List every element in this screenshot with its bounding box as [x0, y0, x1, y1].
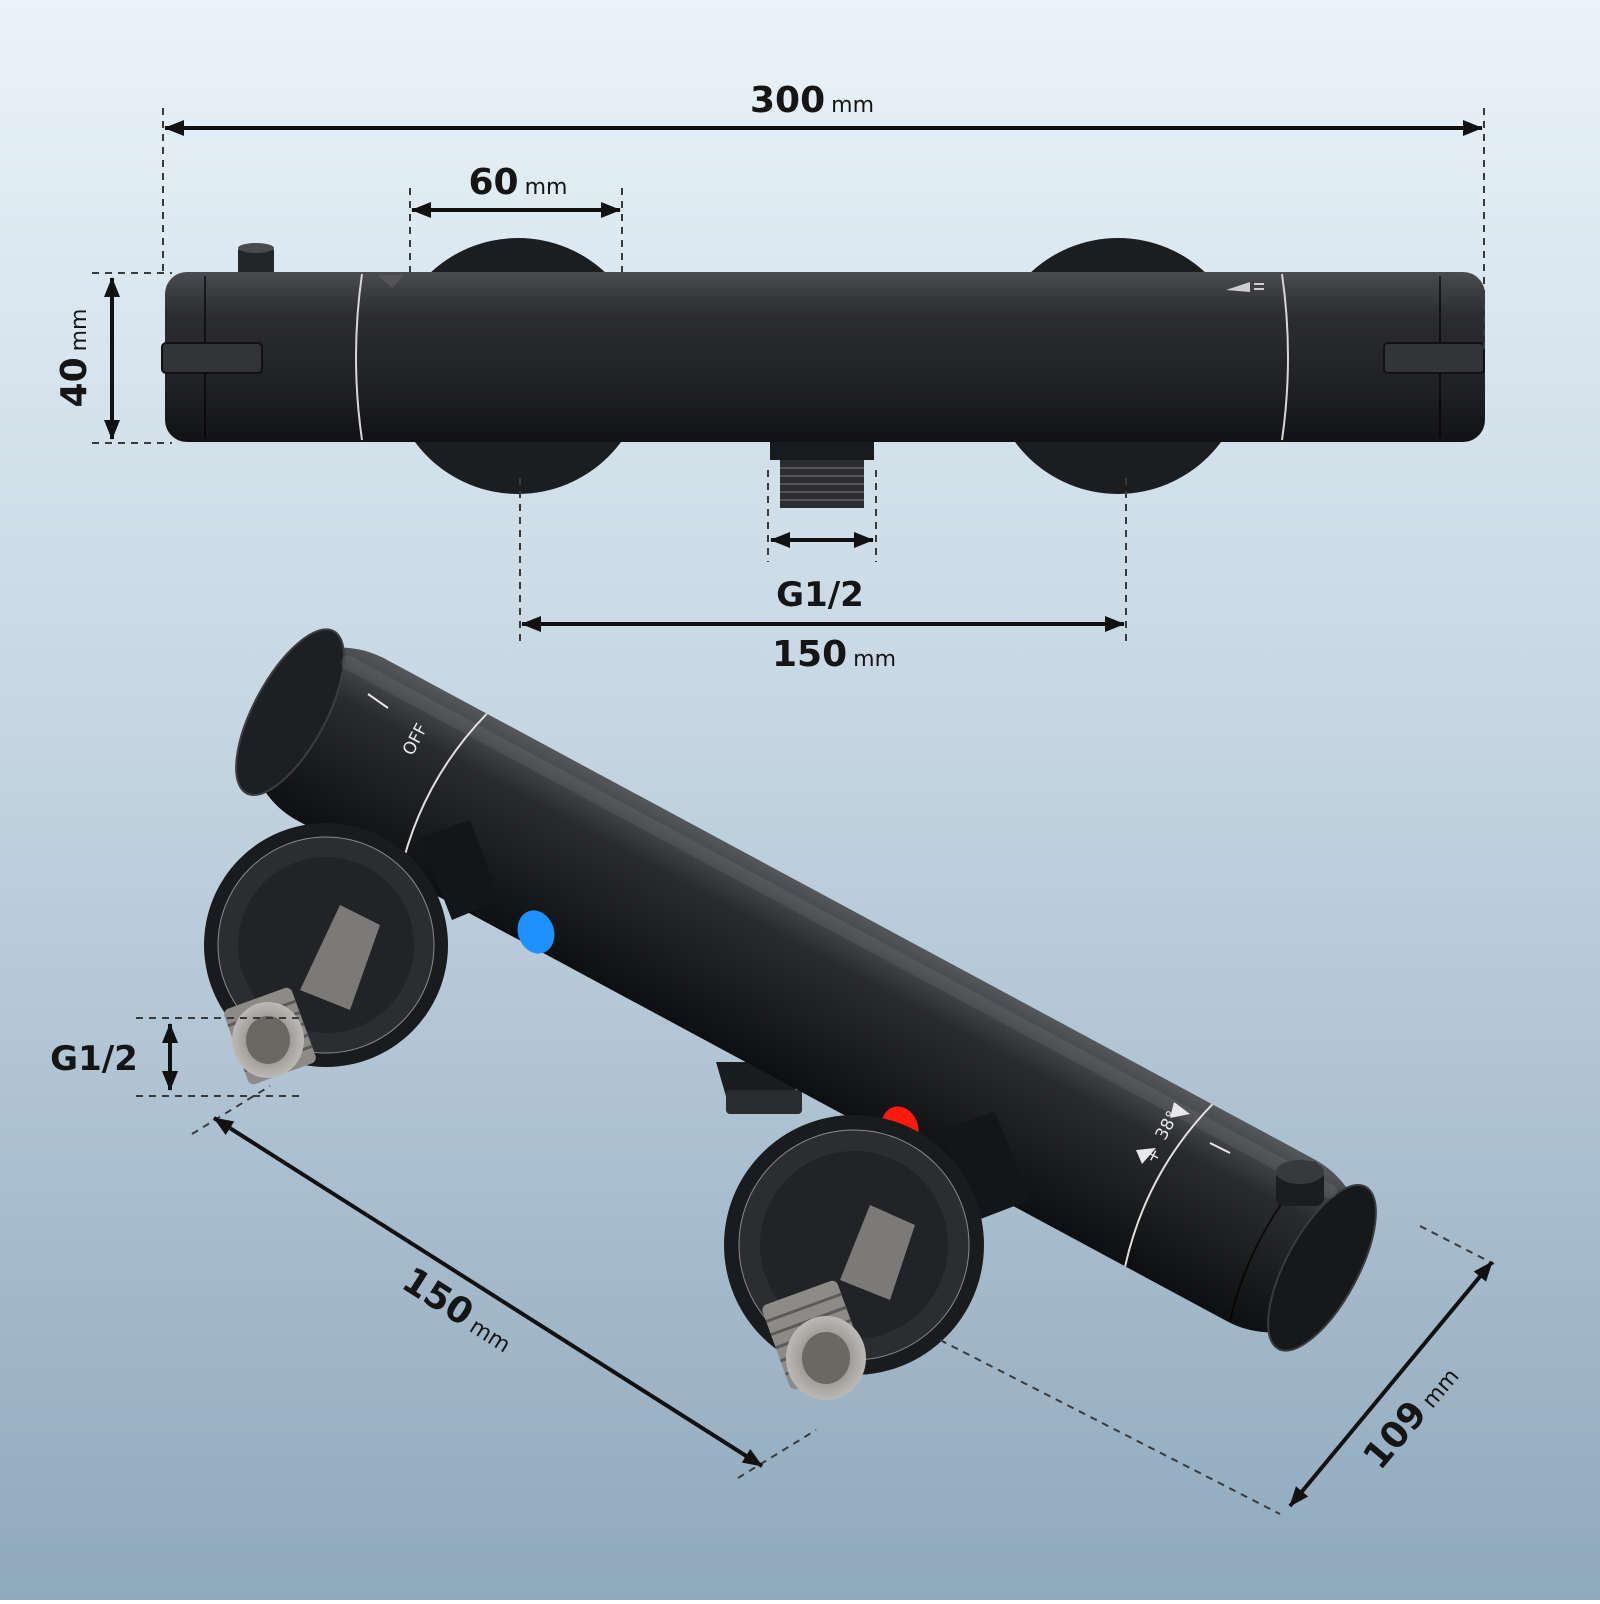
- left-inlet-assembly: [204, 820, 500, 1085]
- shower-icon: [1226, 282, 1264, 292]
- perspective-button: [1276, 1160, 1324, 1206]
- off-tick: [367, 693, 389, 709]
- depth-dimension-line: [1288, 1260, 1494, 1508]
- height-label: 40mm: [54, 309, 95, 408]
- perspective-spacing-dimension-line: [212, 1116, 764, 1468]
- perspective-view: OFF 38° +: [50, 628, 1495, 1515]
- outlet-thread: [780, 460, 864, 508]
- inlet-thread-label: G1/2: [50, 1039, 138, 1079]
- top-button: [238, 246, 274, 278]
- right-inlet-assembly: [724, 1112, 1030, 1400]
- temperature-marker-icon: [1170, 1102, 1190, 1118]
- main-bar: [165, 272, 1485, 442]
- cold-water-indicator: [517, 910, 555, 954]
- outlet-thread-label: G1/2: [776, 575, 864, 615]
